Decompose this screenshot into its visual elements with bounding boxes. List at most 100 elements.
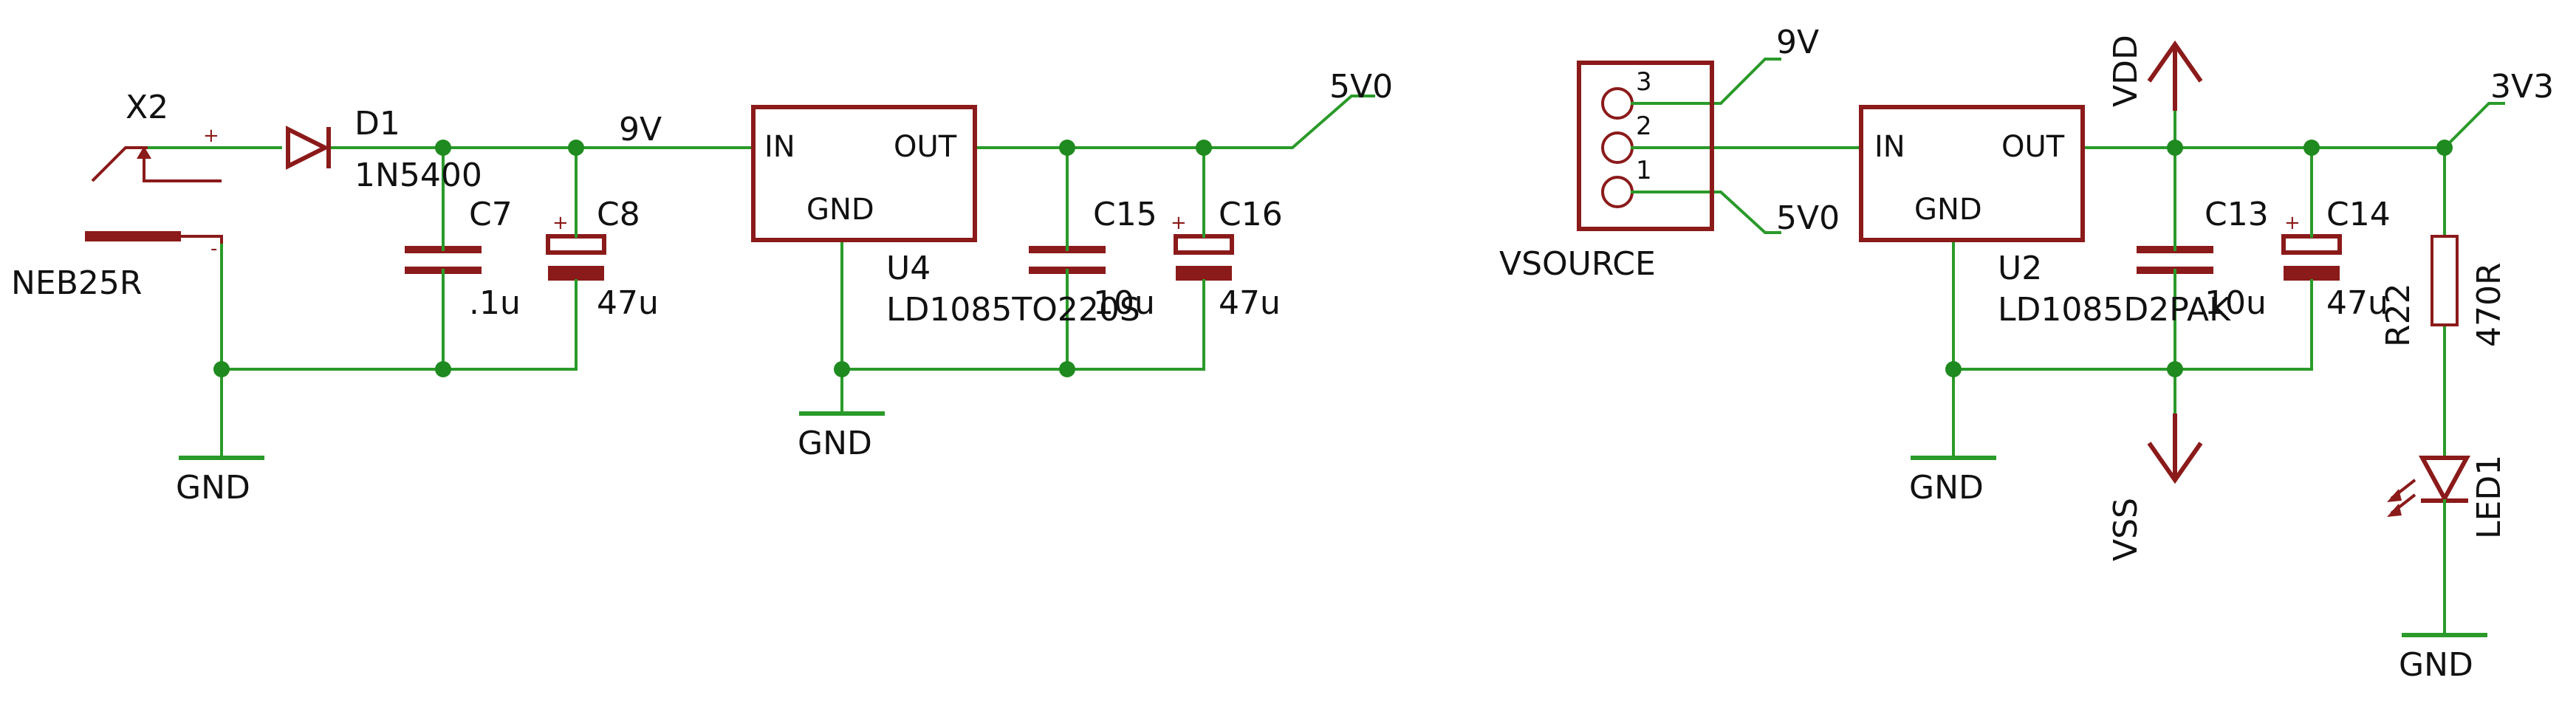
u2-pin-gnd: GND bbox=[1914, 193, 1982, 227]
regulator-body bbox=[751, 105, 977, 242]
junction bbox=[568, 140, 584, 156]
right-circuit: 3 2 1 VSOURCE 9V 5V0 IN OUT GND U2 LD108… bbox=[1499, 24, 2554, 684]
junction bbox=[1059, 140, 1075, 156]
net-label-5v0: 5V0 bbox=[1329, 68, 1393, 106]
c15-value: 10u bbox=[1093, 284, 1155, 322]
header-pin-2: 2 bbox=[1636, 112, 1652, 141]
capacitor-c16[interactable]: C16 47u bbox=[1174, 196, 1283, 334]
d1-name: D1 bbox=[354, 105, 400, 143]
u2-name: U2 bbox=[1998, 250, 2042, 287]
u4-pin-gnd: GND bbox=[806, 193, 874, 227]
x2-neg: - bbox=[210, 238, 217, 260]
left-junctions bbox=[213, 140, 1212, 377]
regulator-u2[interactable]: IN OUT GND U2 LD1085D2PAK bbox=[1859, 105, 2231, 329]
left-circuit: X2 + - NEB25R D1 1N5400 9V C7 .1u + C8 bbox=[11, 68, 1393, 507]
u4-pin-in: IN bbox=[764, 130, 795, 164]
x2-pos: + bbox=[203, 125, 219, 147]
led1-name: LED1 bbox=[2470, 455, 2508, 539]
connector-x2[interactable]: X2 + - NEB25R bbox=[11, 89, 223, 302]
net-label-9v: 9V bbox=[1776, 24, 1819, 61]
c7-name: C7 bbox=[469, 196, 513, 233]
arrow-down-icon bbox=[2147, 442, 2203, 484]
net-label-3v3: 3V3 bbox=[2490, 68, 2554, 106]
c14-name: C14 bbox=[2326, 196, 2391, 233]
jack-arrow-icon bbox=[143, 148, 222, 182]
vss-label: VSS bbox=[2107, 498, 2145, 561]
r22-value: 470R bbox=[2470, 262, 2508, 347]
gnd-symbol-left-1: GND bbox=[176, 456, 264, 507]
d1-value: 1N5400 bbox=[354, 157, 482, 194]
capacitor-icon bbox=[1029, 246, 1106, 274]
gnd-label: GND bbox=[2399, 646, 2473, 684]
c13-value: 10u bbox=[2205, 284, 2267, 322]
junction bbox=[435, 361, 451, 377]
vsource-name: VSOURCE bbox=[1499, 245, 1656, 283]
header-pin-icon bbox=[1601, 131, 1634, 164]
capacitor-icon bbox=[405, 246, 482, 274]
gnd-symbol-right-2: GND bbox=[2399, 633, 2487, 684]
gnd-label: GND bbox=[798, 425, 872, 462]
polarized-capacitor-icon bbox=[1174, 234, 1234, 255]
c15-name: C15 bbox=[1093, 196, 1157, 233]
x2-name: X2 bbox=[126, 89, 168, 126]
u4-pin-out: OUT bbox=[894, 130, 957, 164]
header-pin-icon bbox=[1601, 87, 1634, 120]
junction bbox=[2167, 361, 2183, 377]
capacitor-c14[interactable]: C14 47u bbox=[2281, 196, 2391, 334]
header-pin-3: 3 bbox=[1636, 67, 1652, 97]
junction bbox=[2303, 140, 2320, 156]
resistor-r22[interactable]: R22 470R bbox=[2380, 235, 2508, 347]
vss-supply: VSS bbox=[2107, 414, 2203, 561]
header-body bbox=[1577, 61, 1714, 231]
regulator-u4[interactable]: IN OUT GND U4 LD1085TO220S bbox=[751, 105, 1140, 329]
c16-value: 47u bbox=[1219, 284, 1281, 322]
c7-value: .1u bbox=[469, 284, 521, 322]
junction bbox=[435, 140, 451, 156]
capacitor-c13[interactable]: C13 + 10u bbox=[2137, 196, 2301, 322]
net-label-9v: 9V bbox=[619, 111, 662, 148]
junction bbox=[1196, 140, 1212, 156]
resistor-icon bbox=[2431, 235, 2459, 326]
net-label-5v0: 5V0 bbox=[1776, 199, 1840, 237]
gnd-label: GND bbox=[176, 469, 250, 507]
c8-pol: + bbox=[552, 212, 569, 234]
gnd-label: GND bbox=[1909, 469, 1984, 507]
junction bbox=[1945, 361, 1962, 377]
junction bbox=[834, 361, 850, 377]
junction bbox=[1059, 361, 1075, 377]
junction bbox=[213, 361, 230, 377]
c13-pol: + bbox=[2284, 212, 2301, 234]
c14-value: 47u bbox=[2326, 284, 2388, 322]
regulator-body bbox=[1859, 105, 2085, 242]
capacitor-icon bbox=[2137, 246, 2213, 274]
header-pin-1: 1 bbox=[1636, 156, 1652, 185]
right-junctions bbox=[1945, 140, 2453, 377]
capacitor-c15[interactable]: C15 + 10u bbox=[1029, 196, 1187, 322]
vdd-label: VDD bbox=[2107, 35, 2145, 107]
led-icon bbox=[2418, 456, 2471, 504]
diode-icon bbox=[286, 126, 330, 170]
c8-value: 47u bbox=[597, 284, 659, 322]
capacitor-c7[interactable]: C7 .1u bbox=[405, 196, 521, 322]
left-wires bbox=[146, 95, 1375, 459]
led-led1[interactable]: LED1 bbox=[2387, 455, 2508, 637]
u2-value: LD1085D2PAK bbox=[1998, 291, 2231, 329]
vsource-header[interactable]: 3 2 1 VSOURCE 9V 5V0 bbox=[1499, 24, 1840, 283]
jack-pin-icon bbox=[91, 146, 148, 182]
junction bbox=[2436, 140, 2453, 156]
c15-pol: + bbox=[1171, 212, 1187, 234]
capacitor-c8[interactable]: + C8 47u bbox=[546, 196, 659, 334]
u4-value: LD1085TO220S bbox=[886, 291, 1140, 329]
u2-pin-in: IN bbox=[1874, 130, 1905, 164]
gnd-symbol-right-1: GND bbox=[1909, 456, 1996, 507]
c13-name: C13 bbox=[2205, 196, 2269, 233]
gnd-symbol-left-2: GND bbox=[798, 411, 885, 462]
diode-d1[interactable]: D1 1N5400 bbox=[286, 105, 482, 194]
x2-value: NEB25R bbox=[11, 264, 142, 302]
header-pin-icon bbox=[1601, 176, 1634, 208]
vdd-supply: VDD bbox=[2107, 35, 2203, 111]
u2-pin-out: OUT bbox=[2001, 130, 2065, 164]
c16-name: C16 bbox=[1219, 196, 1283, 233]
u4-name: U4 bbox=[886, 250, 931, 287]
